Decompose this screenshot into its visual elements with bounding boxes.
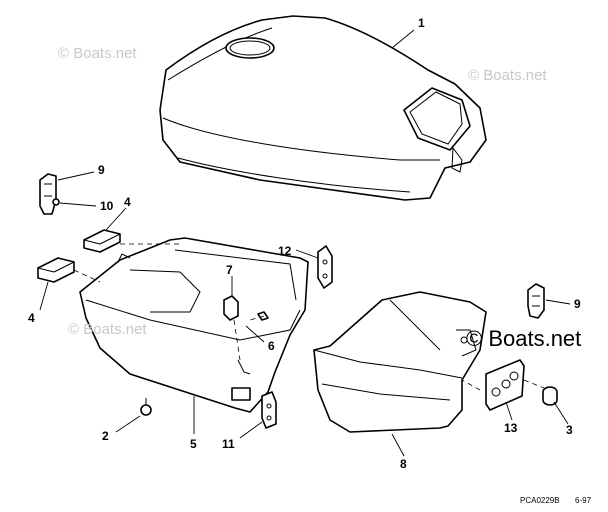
latch-left-part[interactable] bbox=[39, 173, 60, 215]
watermark-mid-right: © Boats.net bbox=[466, 326, 581, 351]
callout-4-lower: 4 bbox=[28, 311, 35, 325]
screw-2-part[interactable] bbox=[140, 398, 152, 416]
callout-1: 1 bbox=[418, 16, 425, 30]
rubber-block-lower-part[interactable] bbox=[37, 257, 75, 283]
leader-lines bbox=[39, 29, 571, 457]
drawing-code: PCA0229B bbox=[520, 496, 560, 505]
callout-9-right: 9 bbox=[574, 297, 581, 311]
assembly-dashed-lines bbox=[73, 243, 545, 391]
callout-7: 7 bbox=[226, 263, 233, 277]
lower-cover-port-part[interactable] bbox=[79, 237, 309, 413]
clip-11-part[interactable] bbox=[261, 391, 277, 429]
callout-8: 8 bbox=[400, 457, 407, 471]
watermark-mid-left: © Boats.net bbox=[68, 321, 147, 338]
clip-7-part[interactable] bbox=[223, 295, 239, 321]
callout-12: 12 bbox=[278, 244, 292, 258]
callout-6: 6 bbox=[268, 339, 275, 353]
callout-4-upper: 4 bbox=[124, 195, 131, 209]
control-panel-13-part[interactable] bbox=[485, 359, 525, 411]
callout-13: 13 bbox=[504, 421, 518, 435]
date-code: 6-97 bbox=[575, 496, 592, 505]
callout-10: 10 bbox=[100, 199, 114, 213]
callout-2: 2 bbox=[102, 429, 109, 443]
clip-12-part[interactable] bbox=[317, 245, 333, 289]
callout-3: 3 bbox=[566, 423, 573, 437]
callout-9-left: 9 bbox=[98, 163, 105, 177]
motor-cover-part[interactable] bbox=[159, 15, 487, 201]
watermark-top-right: © Boats.net bbox=[468, 67, 547, 84]
callout-11: 11 bbox=[222, 437, 235, 451]
callout-5: 5 bbox=[190, 437, 197, 451]
button-3-part[interactable] bbox=[542, 386, 558, 406]
rubber-block-upper-part[interactable] bbox=[83, 229, 121, 253]
latch-right-part[interactable] bbox=[527, 283, 545, 319]
lower-cover-starboard-part[interactable] bbox=[313, 291, 487, 433]
watermark-left: © Boats.net bbox=[58, 45, 137, 62]
